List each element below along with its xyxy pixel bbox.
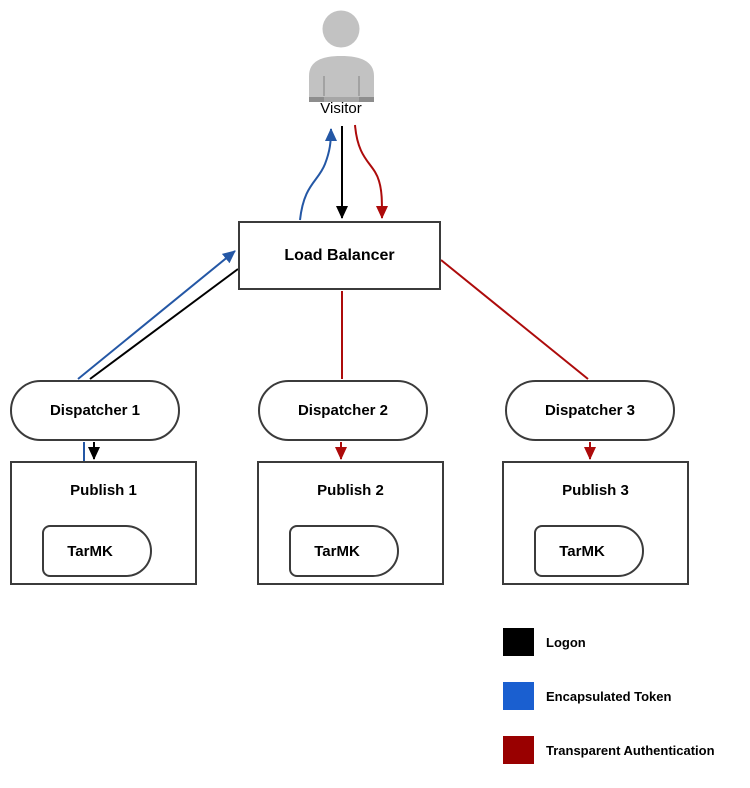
tarmk-1-label: TarMK	[67, 542, 113, 560]
legend-swatch-transparent-authentication	[503, 736, 534, 764]
edge-token-loadbalancer-to-visitor	[299, 128, 337, 221]
legend-label-logon: Logon	[546, 634, 586, 650]
tarmk-2-shape: TarMK	[289, 525, 399, 577]
publish-3-node: Publish 3 TarMK	[502, 461, 689, 585]
dispatcher-2-node: Dispatcher 2	[258, 380, 428, 441]
dispatcher-3-node: Dispatcher 3	[505, 380, 675, 441]
dispatcher-2-label: Dispatcher 2	[297, 402, 389, 419]
legend-row-transparent-authentication: Transparent Authentication	[503, 736, 715, 764]
load-balancer-label: Load Balancer	[284, 246, 395, 264]
publish-1-label: Publish 1	[70, 482, 137, 499]
legend-label-encapsulated-token: Encapsulated Token	[546, 688, 672, 704]
visitor-label: Visitor	[320, 100, 362, 117]
edge-logon-loadbalancer-to-dispatcher1	[89, 268, 239, 380]
tarmk-1-shape: TarMK	[42, 525, 152, 577]
publish-1-node: Publish 1 TarMK	[10, 461, 197, 585]
legend-swatch-encapsulated-token	[503, 682, 534, 710]
tarmk-2-label: TarMK	[314, 542, 360, 560]
tarmk-3-label: TarMK	[559, 542, 605, 560]
publish-2-node: Publish 2 TarMK	[257, 461, 444, 585]
publish-2-label: Publish 2	[317, 482, 384, 499]
legend-row-encapsulated-token: Encapsulated Token	[503, 682, 715, 710]
legend-row-logon: Logon	[503, 628, 715, 656]
publish-3-label: Publish 3	[562, 482, 629, 499]
dispatcher-1-node: Dispatcher 1	[10, 380, 180, 441]
legend: Logon Encapsulated Token Transparent Aut…	[503, 628, 715, 788]
edge-transparent-auth-visitor-to-loadbalancer	[354, 124, 388, 219]
edge-token-dispatcher1-to-loadbalancer	[77, 250, 236, 380]
tarmk-3-shape: TarMK	[534, 525, 644, 577]
visitor-person-icon	[309, 10, 374, 102]
edge-transparent-auth-loadbalancer-to-dispatcher3	[440, 259, 589, 380]
load-balancer-node: Load Balancer	[238, 221, 441, 290]
dispatcher-1-label: Dispatcher 1	[49, 402, 141, 419]
dispatcher-3-label: Dispatcher 3	[544, 402, 636, 419]
legend-label-transparent-authentication: Transparent Authentication	[546, 742, 715, 758]
legend-swatch-logon	[503, 628, 534, 656]
